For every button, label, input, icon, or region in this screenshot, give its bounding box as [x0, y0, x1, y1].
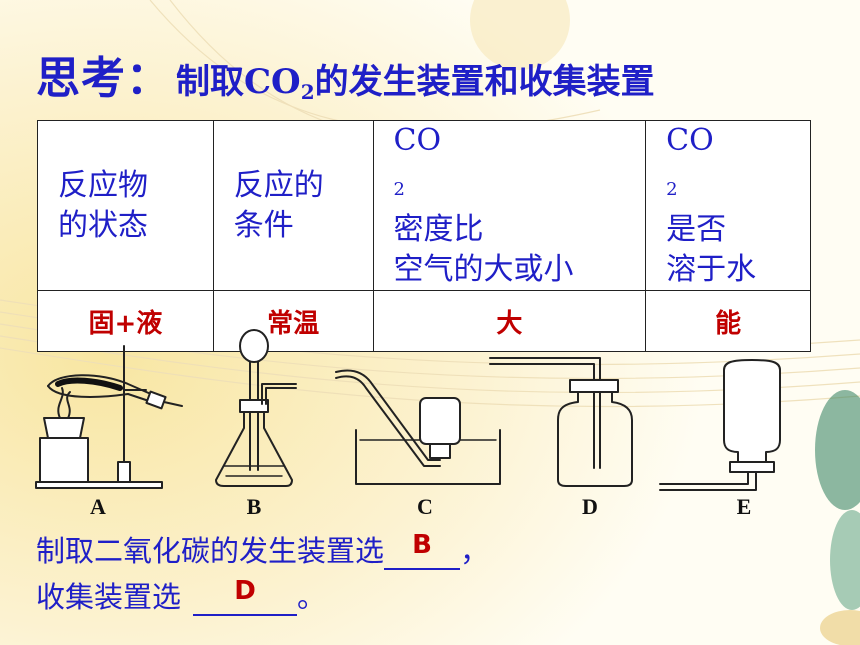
- apparatus-c-water-trough: [335, 369, 501, 485]
- decor-leaf: [815, 390, 860, 510]
- q1-text: 制取二氧化碳的发生装置选: [36, 534, 385, 568]
- title-post: 的发生装置和收集装置: [314, 62, 655, 102]
- header-reactant-state: 反应物 的状态: [37, 120, 214, 291]
- label-d: D: [582, 494, 598, 519]
- q1-blank[interactable]: B: [384, 530, 461, 570]
- answer-density: 大: [372, 290, 647, 352]
- title-pre: 制取CO: [176, 62, 301, 102]
- apparatus-b-flask: [215, 329, 297, 487]
- title-sub: 2: [300, 80, 315, 104]
- decor-circle: [470, 0, 570, 70]
- label-e: E: [737, 494, 752, 519]
- title-colon: ：: [126, 53, 170, 104]
- title-rest: 制取CO2的发生装置和收集装置: [176, 62, 655, 104]
- label-c: C: [417, 494, 433, 519]
- apparatus-a-heating: [35, 345, 183, 489]
- q2-answer: D: [234, 576, 256, 606]
- apparatus-illustrations: A B C D E: [35, 329, 781, 519]
- q2-end: 。: [297, 580, 327, 614]
- q2-blank[interactable]: D: [193, 576, 298, 616]
- label-a: A: [90, 494, 106, 519]
- question-collector: 收集装置选 D 。: [36, 574, 326, 616]
- answer-state: 固+液: [37, 290, 214, 352]
- question-generator: 制取二氧化碳的发生装置选 B ，: [36, 528, 489, 570]
- label-b: B: [247, 494, 262, 519]
- q1-end: ，: [460, 534, 490, 568]
- apparatus-d-collection-bottle: [489, 357, 633, 487]
- answer-solubility: 能: [645, 290, 811, 352]
- slide-title: 思考：制取CO2的发生装置和收集装置: [36, 42, 655, 106]
- q1-answer: B: [412, 530, 432, 560]
- header-reaction-condition: 反应的 条件: [212, 120, 374, 291]
- q2-text: 收集装置选: [36, 580, 182, 614]
- title-think: 思考: [36, 53, 126, 104]
- apparatus-e-inverted-bottle: [659, 359, 781, 491]
